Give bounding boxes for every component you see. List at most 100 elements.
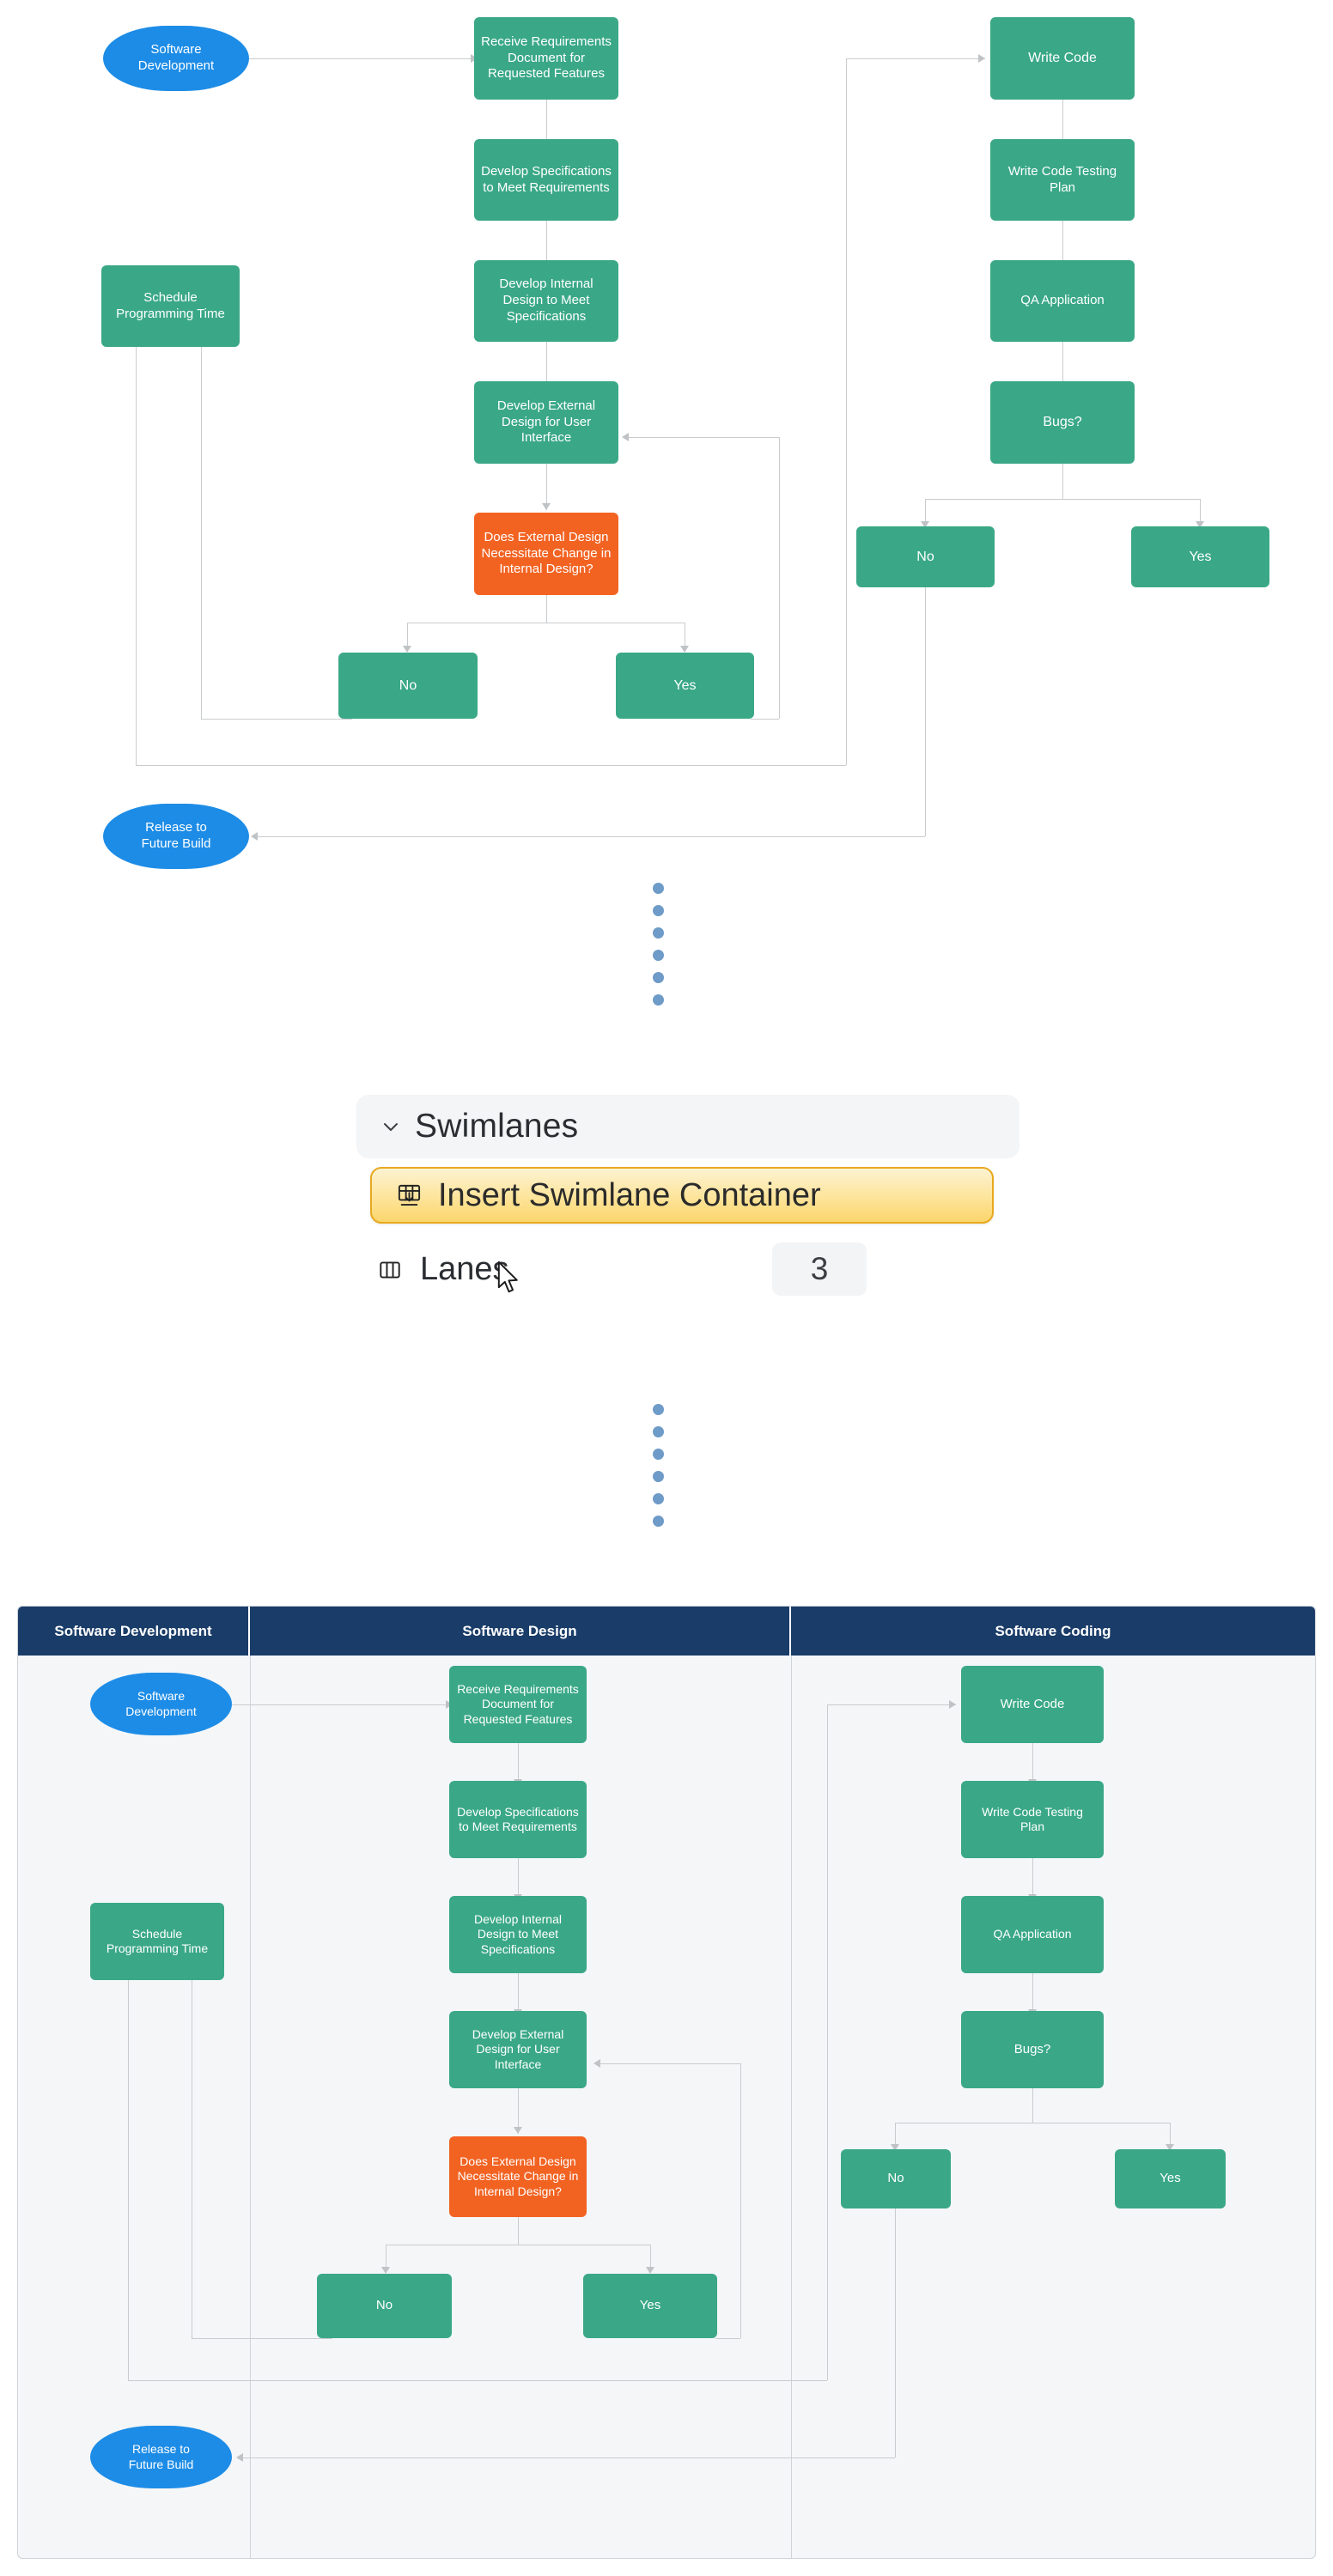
swimlanes-section-header[interactable]: Swimlanes [356,1095,1020,1158]
arrowhead-release [251,832,258,841]
node-release-to-future-build[interactable]: Release to Future Build [103,804,249,869]
lane-node-decision-yes[interactable]: Yes [583,2274,717,2338]
swimlane-header-row: Software Development Software Design Sof… [18,1607,1315,1656]
node-decision-external-design[interactable]: Does External Design Necessitate Change … [474,513,618,595]
lane-node-develop-external-design[interactable]: Develop External Design for User Interfa… [449,2011,587,2088]
arrowhead-external-left [622,433,629,441]
node-schedule-programming-time[interactable]: Schedule Programming Time [101,265,240,347]
node-develop-external-design[interactable]: Develop External Design for User Interfa… [474,381,618,464]
connector-yes-out-lane [715,2338,740,2339]
arrowhead-dec-no [403,646,411,653]
lanes-label-group: Lanes [377,1251,509,1288]
connector-testplan-to-qa [1062,221,1063,267]
lanes-label: Lanes [420,1251,509,1287]
lane-node-develop-internal-design[interactable]: Develop Internal Design to Meet Specific… [449,1896,587,1973]
node-write-code-testing-plan[interactable]: Write Code Testing Plan [990,139,1135,221]
connector-receive-to-specs-lane [518,1743,519,1786]
arrowhead-bugs-no-lane [891,2144,899,2151]
connector-bugs-to-no [925,499,926,526]
node-software-development[interactable]: Software Development [103,26,249,91]
node-bugs-no[interactable]: No [856,526,995,587]
node-bugs[interactable]: Bugs? [990,381,1135,464]
separator-dot [653,905,664,916]
connector-start-to-receive [249,58,474,59]
connector-bugs-to-yes [1200,499,1201,526]
separator-dot [653,1493,664,1504]
swimlane-header-software-coding[interactable]: Software Coding [791,1607,1315,1656]
swimlane-header-software-development[interactable]: Software Development [18,1607,250,1656]
connector-no-out-lane [192,2338,332,2339]
swimlane-header-software-design[interactable]: Software Design [250,1607,791,1656]
lane-node-decision-external-design[interactable]: Does External Design Necessitate Change … [449,2136,587,2217]
connector-decision-to-yes-lane [650,2245,651,2272]
connector-bugs-to-yes-lane [1170,2123,1171,2149]
node-develop-specifications[interactable]: Develop Specifications to Meet Requireme… [474,139,618,221]
arrowhead-bugs-yes-lane [1166,2144,1174,2151]
node-bugs-yes[interactable]: Yes [1131,526,1269,587]
node-decision-no[interactable]: No [338,653,478,719]
connector-bugsno-down-lane [895,2208,896,2458]
connector-schedule-across [136,765,846,766]
connector-internal-to-external [546,342,547,388]
connector-yes-up [779,437,780,719]
lane-node-bugs[interactable]: Bugs? [961,2011,1104,2088]
node-receive-requirements[interactable]: Receive Requirements Document for Reques… [474,17,618,100]
separator-dot [653,950,664,961]
separator-dot [653,927,664,939]
connector-schedule-down [136,347,137,765]
swimlane-body: Software Development Receive Requirement… [18,1656,1315,2558]
node-write-code[interactable]: Write Code [990,17,1135,100]
lane-node-schedule-programming-time[interactable]: Schedule Programming Time [90,1903,224,1980]
lane-node-software-development[interactable]: Software Development [90,1673,232,1735]
connector-bugs-stem-lane [1032,2088,1033,2123]
lane-node-receive-requirements[interactable]: Receive Requirements Document for Reques… [449,1666,587,1743]
connector-yes-out [751,719,779,720]
connector-yes-up-lane [740,2063,741,2338]
connector-to-release [258,836,925,837]
lanes-count-input[interactable]: 3 [772,1242,867,1296]
lane-node-develop-specifications[interactable]: Develop Specifications to Meet Requireme… [449,1781,587,1858]
lane-node-write-code-testing-plan[interactable]: Write Code Testing Plan [961,1781,1104,1858]
swimlane-divider-1 [250,1656,251,2558]
connector-start-to-receive-lane [232,1704,449,1705]
dot-separator-bottom [653,1404,664,1527]
separator-dot [653,994,664,1005]
insert-swimlane-container-label: Insert Swimlane Container [438,1176,821,1213]
connector-qa-to-bugs [1062,342,1063,388]
arrowhead-dec-yes-lane [646,2267,654,2274]
connector-schedule-down-lane [128,1980,129,2380]
arrowhead-release-lane [236,2453,243,2462]
connector-qa-to-bugs-lane [1032,1973,1033,2016]
connector-external-to-decision [546,464,547,510]
separator-dot [653,1471,664,1482]
lane-node-qa-application[interactable]: QA Application [961,1896,1104,1973]
separator-dot [653,972,664,983]
connector-writecode-to-testplan [1062,100,1063,146]
flowchart-plain: Software Development Receive Requirement… [0,0,1333,876]
connector-decision-to-no-lane [386,2245,387,2272]
lanes-columns-icon [377,1257,403,1283]
connector-yes-into-external [629,437,779,438]
lane-node-bugs-no[interactable]: No [841,2149,951,2208]
chevron-down-icon[interactable] [380,1116,401,1137]
connector-specs-to-internal [546,221,547,267]
arrowhead-bugs-no [921,521,929,528]
insert-swimlane-container-button[interactable]: Insert Swimlane Container [370,1167,994,1224]
node-decision-yes[interactable]: Yes [616,653,754,719]
arrowhead-writecode [978,54,985,63]
connector-testplan-to-qa-lane [1032,1858,1033,1901]
connector-no-up [201,347,202,719]
lane-node-release-to-future-build[interactable]: Release to Future Build [90,2426,232,2488]
lane-node-write-code[interactable]: Write Code [961,1666,1104,1743]
swimlanes-section-title: Swimlanes [415,1108,579,1145]
separator-dot [653,1426,664,1437]
node-qa-application[interactable]: QA Application [990,260,1135,342]
connector-into-writecode-lane [827,1704,956,1705]
separator-dot [653,883,664,894]
lane-node-decision-no[interactable]: No [317,2274,452,2338]
lane-node-bugs-yes[interactable]: Yes [1115,2149,1226,2208]
connector-bugs-split [925,499,1201,500]
swimlane-container[interactable]: Software Development Software Design Sof… [17,1606,1316,2559]
swimlane-divider-2 [791,1656,792,2558]
node-develop-internal-design[interactable]: Develop Internal Design to Meet Specific… [474,260,618,342]
